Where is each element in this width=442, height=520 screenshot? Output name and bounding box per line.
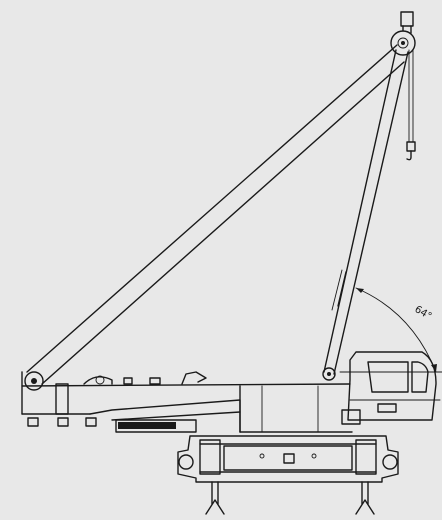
carrier-center-block	[283, 453, 295, 464]
head-sheave-hub	[397, 37, 409, 49]
head-top-block	[400, 11, 414, 27]
left-outrigger-box	[199, 439, 221, 475]
right-leg-pad	[355, 499, 375, 515]
right-outrigger-box	[355, 439, 377, 475]
cab-outline	[347, 351, 437, 421]
carrier-outline	[177, 435, 399, 483]
mast-cylinder-rod	[331, 269, 343, 311]
mast-foot-pin	[322, 367, 336, 381]
left-leg-pad	[205, 499, 225, 515]
cab-window-left	[367, 361, 409, 393]
carrier-bolt-1	[259, 453, 265, 459]
frame-lower-rail	[111, 411, 241, 421]
rear-foot-3	[85, 417, 97, 427]
deck-hook-fitting	[181, 371, 207, 385]
boom-head	[390, 11, 416, 56]
winch-hub	[95, 375, 105, 385]
hook-icon	[406, 150, 412, 161]
mast-cylinder-cap	[337, 271, 347, 307]
rear-foot-2	[57, 417, 69, 427]
left-wheel	[178, 454, 194, 470]
winch-drum	[83, 376, 113, 385]
head-sheave-pin	[401, 41, 405, 45]
outrigger-legs	[205, 481, 375, 515]
right-wheel	[382, 454, 398, 470]
carrier-panel	[223, 445, 353, 471]
mast	[322, 49, 409, 381]
carrier-bolt-2	[311, 453, 317, 459]
boom-angle-label: 64°	[413, 304, 434, 322]
rear-post	[55, 383, 69, 415]
mast-left-chord	[323, 49, 397, 373]
hoist-rope-and-hook	[406, 49, 416, 161]
cab-step	[377, 403, 397, 413]
boom-foot-pin	[24, 371, 44, 391]
deck-fitting-1	[123, 377, 133, 385]
frame-top	[21, 383, 351, 387]
angle-arc	[355, 287, 437, 373]
upper-frame	[21, 371, 361, 433]
cab-window-right	[411, 361, 429, 393]
counterweight-box	[115, 419, 197, 433]
hook-block	[406, 141, 416, 152]
main-boom	[24, 44, 405, 391]
rear-foot-1	[27, 417, 39, 427]
boom-angle-annotation: 64°	[339, 287, 442, 373]
boom-upper-chord	[26, 44, 398, 373]
boom-foot-pin-center	[31, 378, 37, 384]
deck-fitting-2	[149, 377, 161, 385]
carrier-base	[177, 435, 399, 483]
operator-cab	[347, 351, 441, 421]
angle-arrow-start	[356, 288, 364, 293]
turntable-bracket	[341, 409, 361, 425]
mast-foot-pin-center	[327, 372, 331, 376]
counterweight-plate	[118, 422, 176, 429]
mast-right-chord	[333, 51, 409, 375]
boom-lower-chord	[41, 61, 405, 385]
